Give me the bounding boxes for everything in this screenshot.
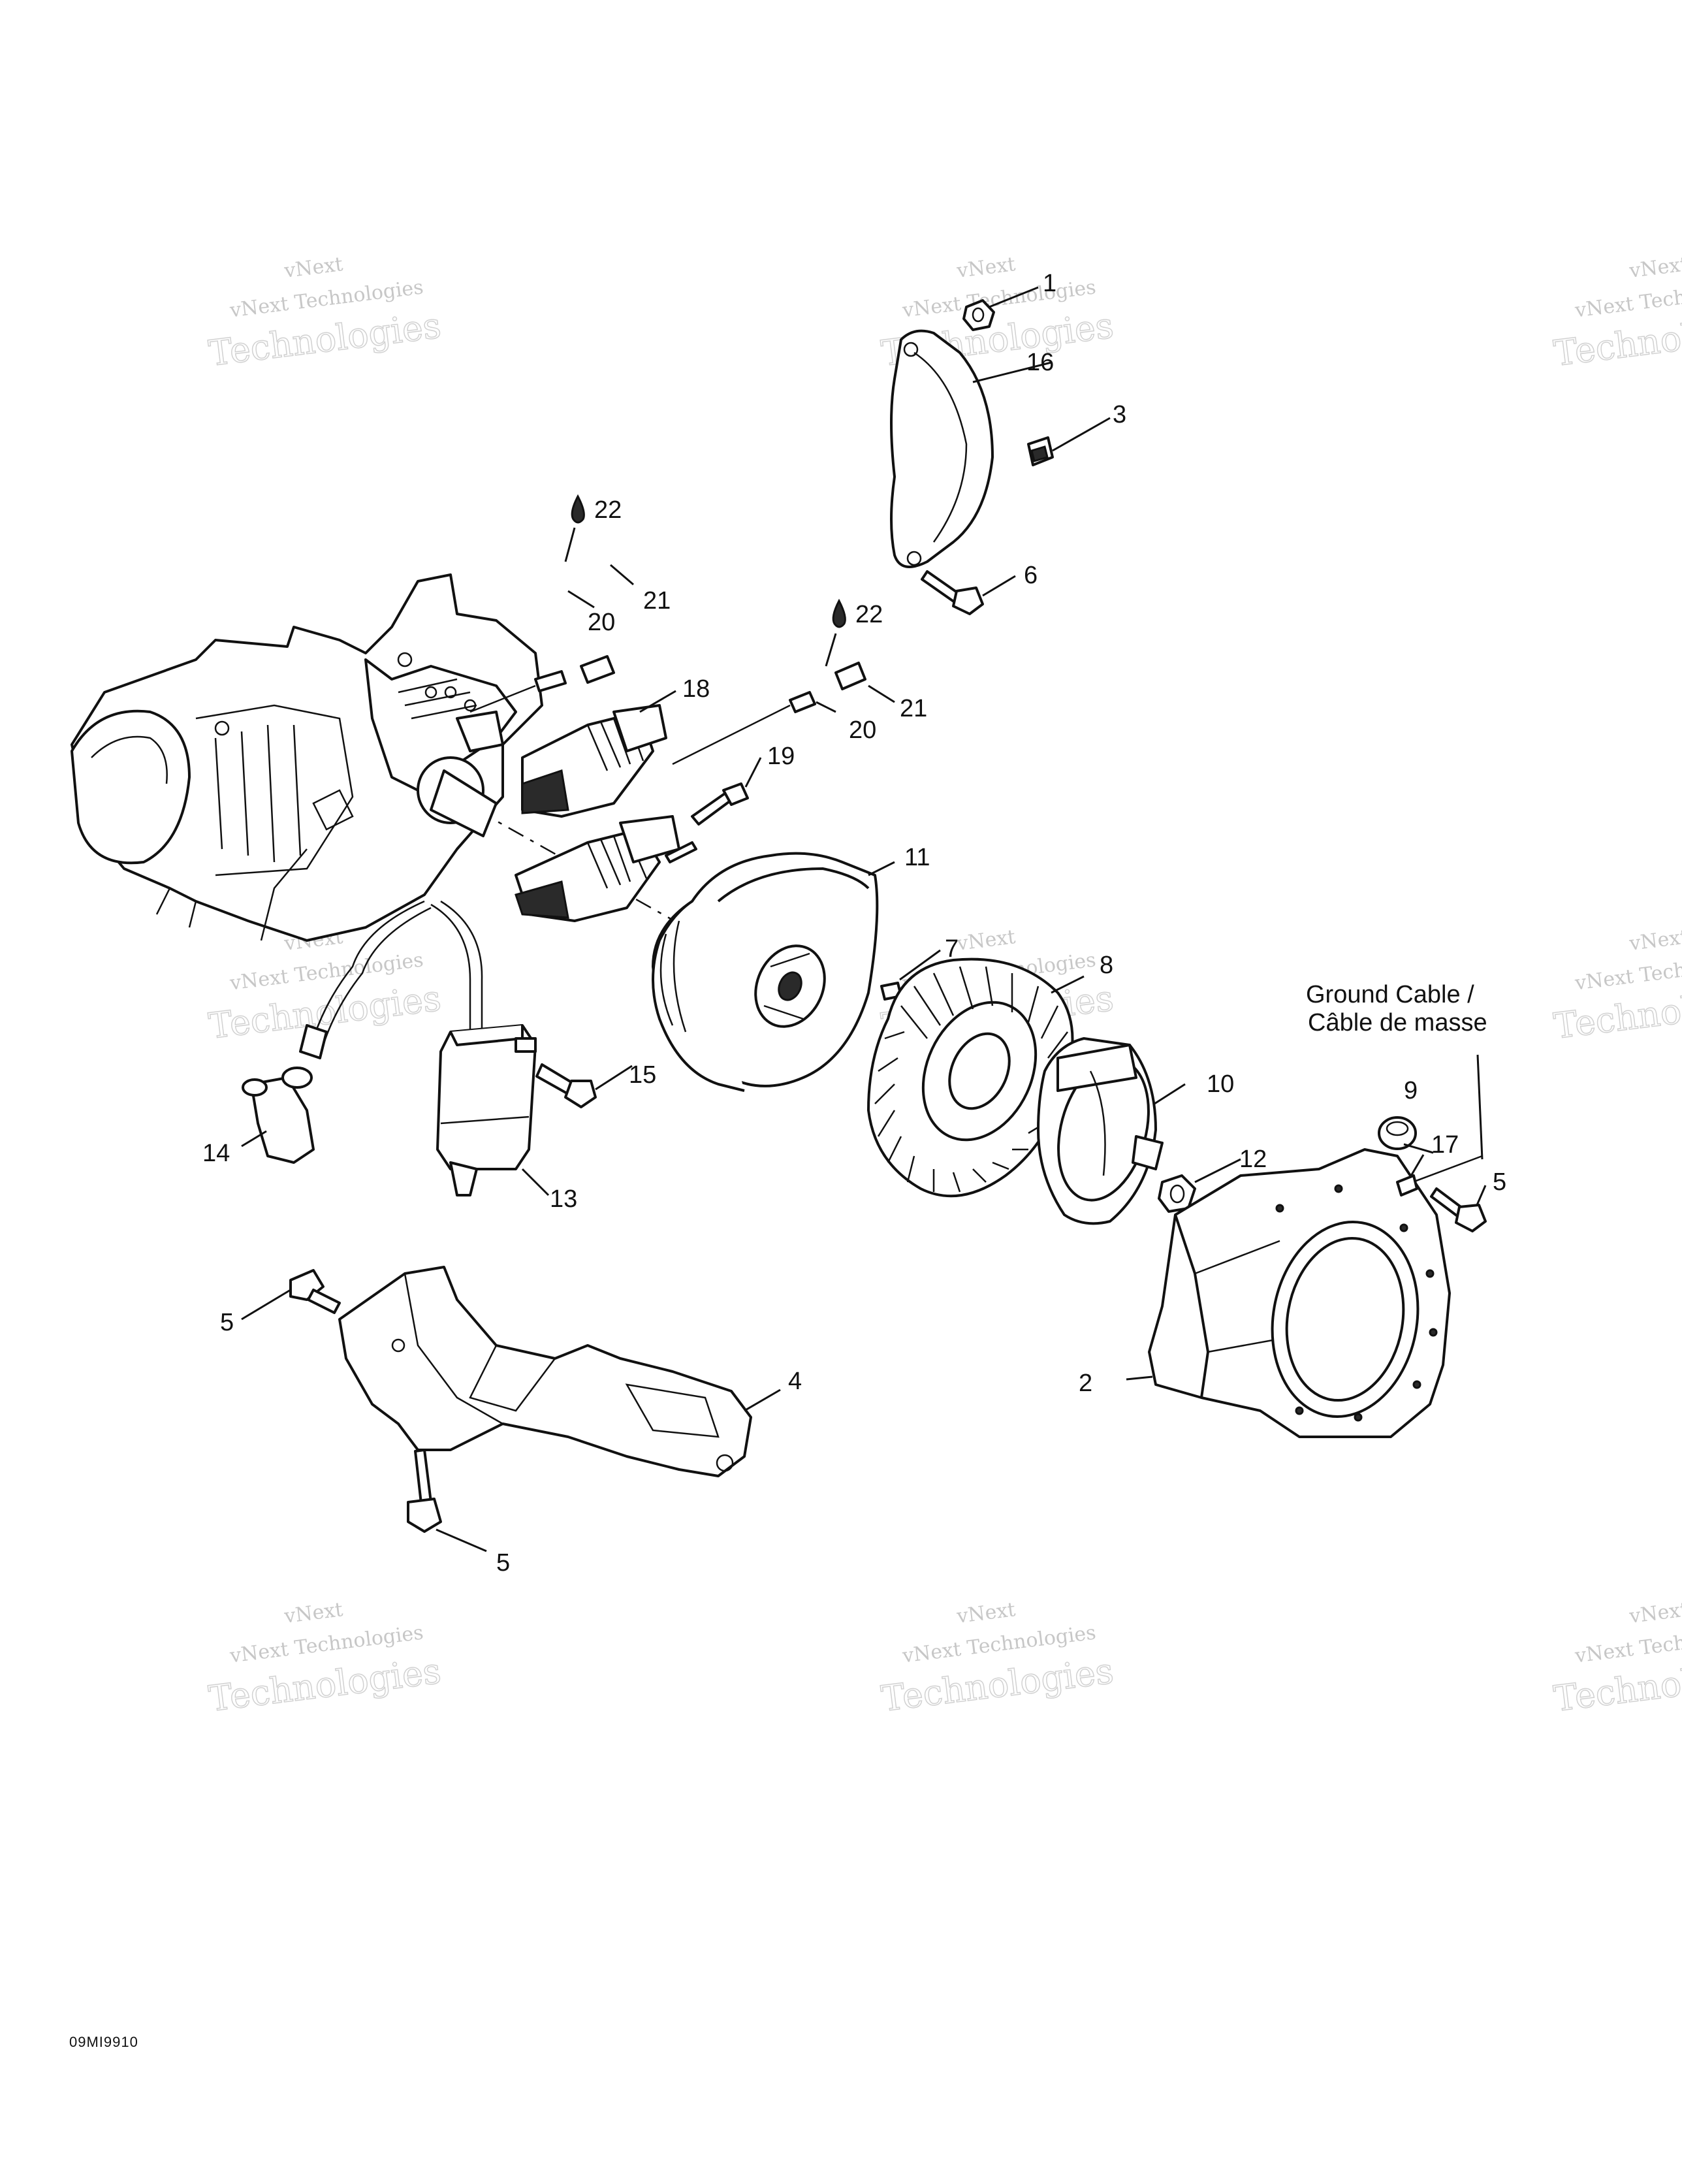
grommet-9 (1378, 1116, 1417, 1150)
dowel-21-lower (834, 662, 866, 690)
oil-drop-icon (832, 598, 846, 628)
pin-20-upper (469, 670, 567, 713)
watermark-text: vNext Technologies (1573, 1621, 1682, 1667)
callout-20-upper: 20 (588, 609, 615, 636)
screw-19 (665, 782, 749, 863)
callout-labels: 1 16 3 6 22 21 20 22 21 20 18 19 11 7 8 … (202, 270, 1506, 1577)
callout-22-lower: 22 (855, 601, 883, 628)
stator-coil-upper (521, 704, 667, 818)
watermark-text: vNext (283, 253, 345, 283)
callout-14: 14 (202, 1140, 230, 1167)
dowel-21-upper (580, 655, 615, 684)
leader-lines (241, 286, 1487, 1552)
watermark-text: vNext (283, 1598, 345, 1628)
callout-8: 8 (1100, 952, 1113, 979)
callout-3: 3 (1113, 401, 1126, 428)
callout-7: 7 (945, 935, 959, 963)
bolt-15 (535, 1063, 597, 1108)
retainer-plate-16 (890, 329, 994, 568)
watermark-text: vNext (955, 253, 1017, 283)
ground-terminal-17 (1396, 1155, 1483, 1196)
engine-block (71, 573, 543, 942)
callout-20-lower: 20 (849, 716, 876, 744)
screw-5-ground (1430, 1187, 1487, 1232)
callout-2: 2 (1079, 1370, 1092, 1397)
ground-cable-label-en: Ground Cable / (1306, 981, 1474, 1008)
callout-4: 4 (788, 1368, 802, 1395)
callout-5-bracket-top: 5 (220, 1309, 234, 1336)
callout-9: 9 (1404, 1077, 1418, 1104)
ground-cable-label-fr: Câble de masse (1308, 1009, 1487, 1036)
callout-22-upper: 22 (594, 496, 622, 524)
watermark-text: vNext (955, 1598, 1017, 1628)
watermark-text: vNext (1628, 925, 1682, 956)
watermark-top-left: vNext vNext Technologies Technologies (206, 253, 444, 374)
watermark-text: vNext Technologies (1573, 276, 1682, 322)
callout-12: 12 (1239, 1146, 1267, 1173)
ground-cable-label: Ground Cable / Câble de masse (1306, 981, 1487, 1036)
callout-17: 17 (1431, 1131, 1459, 1159)
watermark-top-right: vNext vNext Technologies Technologies (1551, 253, 1682, 374)
lower-bracket (338, 1266, 752, 1477)
bolt-5-top (289, 1269, 341, 1314)
watermark-text: vNext Technologies (1573, 948, 1682, 995)
watermark-bottom-center: vNext vNext Technologies Technologies (879, 1598, 1117, 1720)
callout-11: 11 (904, 844, 930, 871)
watermark-text: vNext (955, 925, 1017, 956)
fan-housing (1148, 1148, 1451, 1438)
callout-1: 1 (1043, 270, 1056, 297)
bolt-6 (921, 570, 984, 615)
callout-21-upper: 21 (643, 587, 671, 615)
nut-1 (962, 299, 995, 331)
pin-20-lower (672, 691, 816, 765)
callout-15: 15 (629, 1061, 656, 1089)
callout-6: 6 (1024, 562, 1038, 589)
clip-3 (1027, 436, 1054, 466)
watermark-bottom-right: vNext vNext Technologies Technologies (1551, 1598, 1682, 1720)
starter-cup (1037, 1037, 1164, 1225)
callout-10: 10 (1207, 1070, 1234, 1098)
watermark-text: vNext (1628, 253, 1682, 283)
stator-coil-lower (515, 815, 680, 922)
oil-drop-icon (571, 494, 585, 524)
flywheel (652, 852, 879, 1092)
cooling-fan (867, 957, 1074, 1198)
callout-13: 13 (550, 1185, 577, 1213)
watermark-text: vNext (1628, 1598, 1682, 1628)
bolt-5-bottom (407, 1449, 442, 1533)
callout-19: 19 (767, 743, 795, 770)
watermark-mid-right: vNext vNext Technologies Technologies (1551, 925, 1682, 1047)
ignition-coil (430, 900, 537, 1196)
diagram-reference-code: 09MI9910 (69, 2034, 138, 2050)
callout-5-bracket-bottom: 5 (496, 1549, 510, 1577)
callout-5-ground: 5 (1493, 1168, 1506, 1196)
spark-plug-cap (242, 900, 432, 1164)
callout-18: 18 (682, 675, 710, 703)
watermark-bottom-left: vNext vNext Technologies Technologies (206, 1598, 444, 1720)
callout-16: 16 (1026, 349, 1054, 376)
callout-21-lower: 21 (900, 695, 927, 722)
